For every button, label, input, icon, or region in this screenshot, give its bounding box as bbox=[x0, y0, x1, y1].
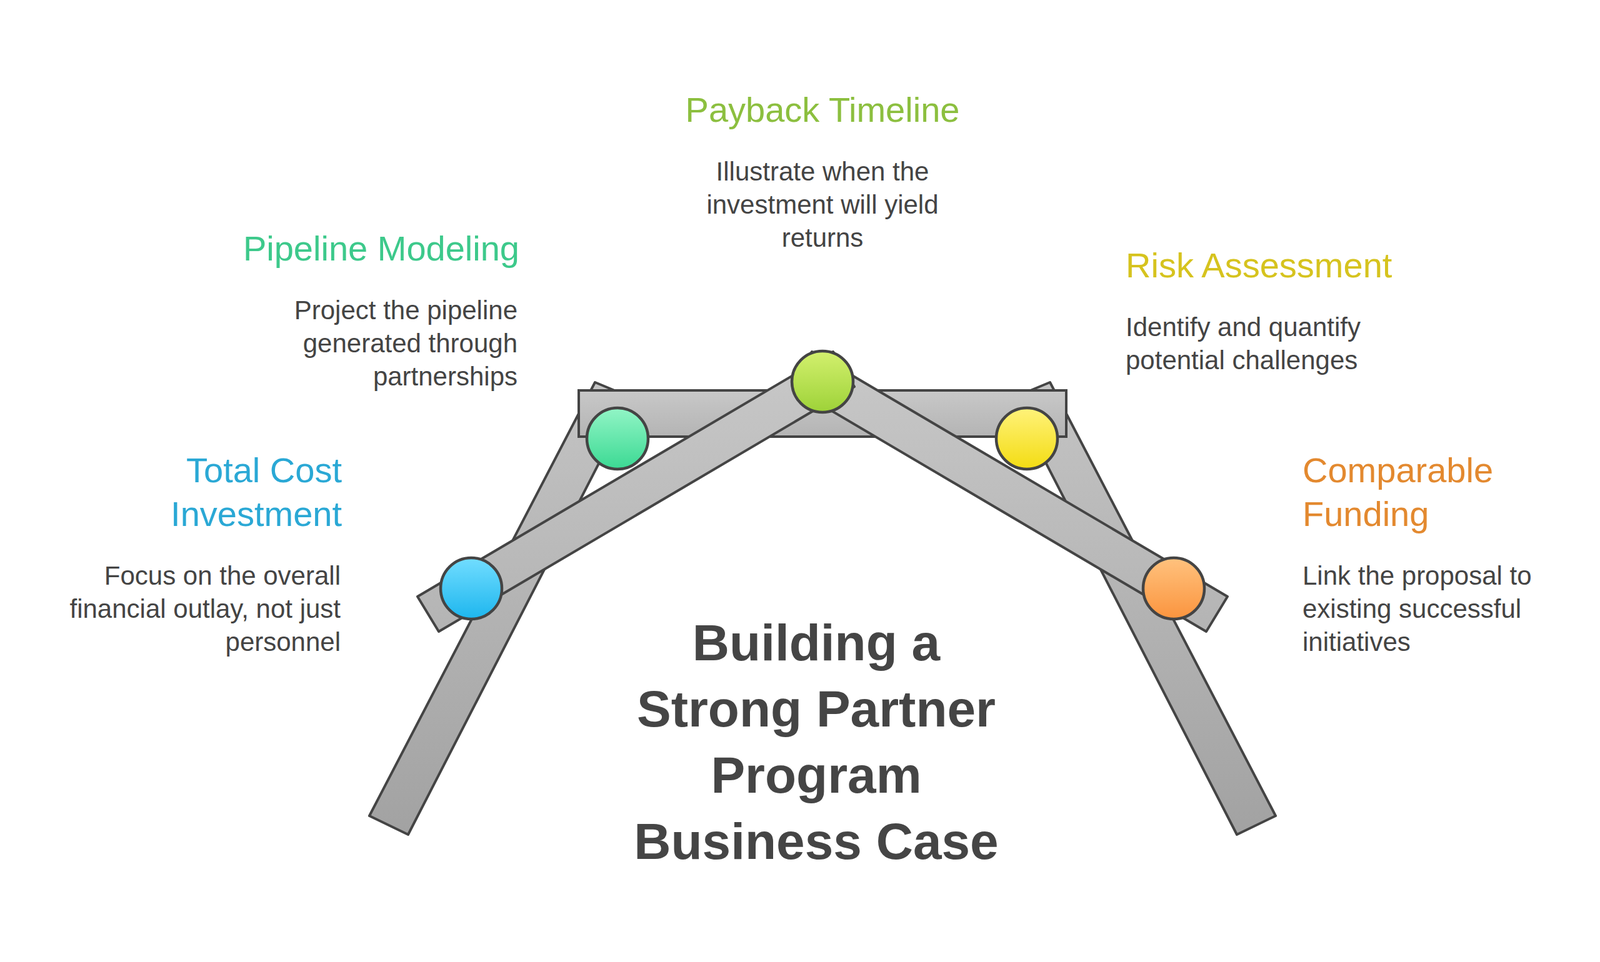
node-circle-shape bbox=[440, 558, 502, 620]
node-heading: Pipeline Modeling bbox=[194, 226, 520, 271]
node-circle bbox=[790, 349, 855, 415]
node-circle-shape bbox=[996, 408, 1058, 470]
left-beam bbox=[417, 351, 855, 632]
milestone-node: Payback TimelineIllustrate when the inve… bbox=[790, 349, 855, 415]
node-heading: Risk Assessment bbox=[1125, 243, 1451, 288]
node-description: Identify and quantify potential challeng… bbox=[1125, 310, 1389, 377]
node-circle bbox=[1141, 556, 1207, 622]
diagram-title: Building a Strong Partner Program Busine… bbox=[619, 610, 1014, 875]
right-beam bbox=[790, 351, 1228, 632]
milestone-node: Total Cost InvestmentFocus on the overal… bbox=[438, 556, 504, 622]
node-circle-shape bbox=[586, 408, 649, 470]
milestone-node: Risk AssessmentIdentify and quantify pot… bbox=[994, 406, 1060, 472]
node-description: Illustrate when the investment will yiel… bbox=[691, 155, 954, 255]
node-description: Link the proposal to existing successful… bbox=[1302, 559, 1565, 659]
node-heading: Payback Timeline bbox=[635, 88, 1010, 132]
node-heading: Comparable Funding bbox=[1302, 448, 1565, 537]
node-heading: Total Cost Investment bbox=[48, 448, 342, 537]
milestone-node: Pipeline ModelingProject the pipeline ge… bbox=[585, 406, 650, 472]
node-circle-shape bbox=[791, 351, 854, 413]
node-circle bbox=[438, 556, 504, 622]
node-circle bbox=[994, 406, 1060, 472]
milestone-node: Comparable FundingLink the proposal to e… bbox=[1141, 556, 1207, 622]
node-description: Focus on the overall financial outlay, n… bbox=[46, 559, 341, 659]
node-description: Project the pipeline generated through p… bbox=[267, 293, 518, 394]
node-circle-shape bbox=[1143, 558, 1205, 620]
node-circle bbox=[585, 406, 650, 472]
